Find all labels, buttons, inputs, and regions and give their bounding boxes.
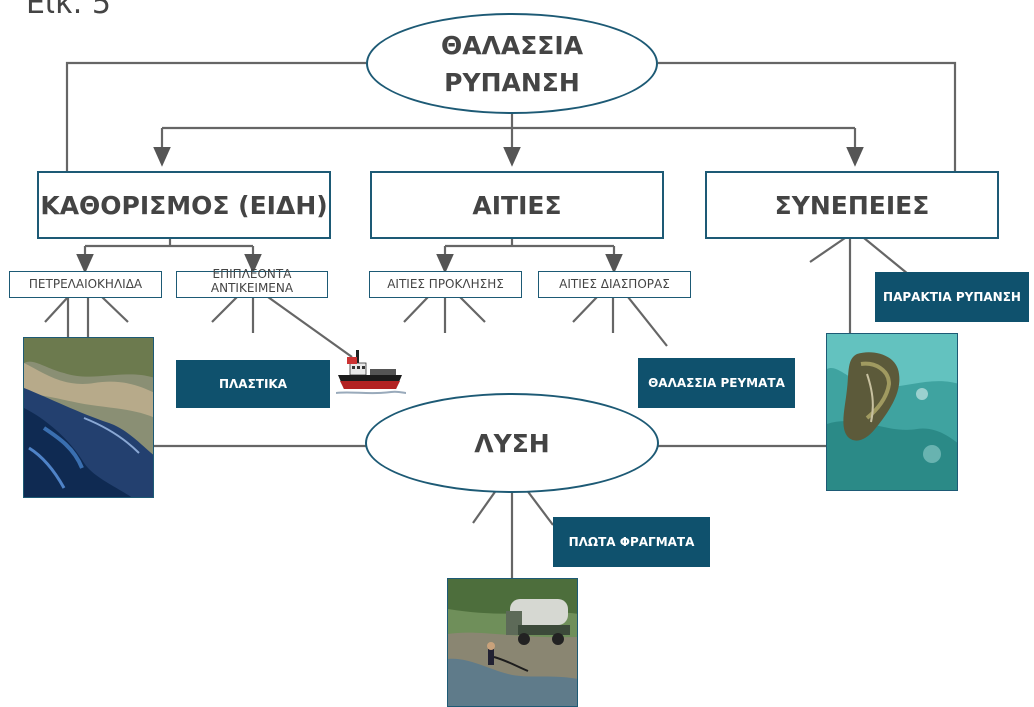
- tag-floating-barriers: ΠΛΩΤΑ ΦΡΑΓΜΑΤΑ: [553, 517, 710, 567]
- tag-plastics: ΠΛΑΣΤΙΚΑ: [176, 360, 330, 408]
- cleanup-photo: [447, 578, 578, 707]
- subcategory-floating-objects-box: ΕΠΙΠΛΕΟΝΤΑ ΑΝΤΙΚΕΙΜΕΝΑ: [176, 267, 328, 298]
- tag-sea-currents: ΘΑΛΑΣΣΙΑ ΡΕΥΜΑΤΑ: [638, 358, 795, 408]
- subcategory-cause-origin-box: ΑΙΤΙΕΣ ΠΡΟΚΛΗΣΗΣ: [369, 271, 522, 298]
- category-definition-box: ΚΑΘΟΡΙΣΜΟΣ (ΕΙΔΗ): [37, 171, 331, 239]
- tag-coastal-pollution: ΠΑΡΑΚΤΙΑ ΡΥΠΑΝΣΗ: [875, 272, 1029, 322]
- root-ellipse: ΘΑΛΑΣΣΙΑ ΡΥΠΑΝΣΗ: [366, 13, 658, 114]
- oil-slick-photo: [23, 337, 154, 498]
- category-consequences-box: ΣΥΝΕΠΕΙΕΣ: [705, 171, 999, 239]
- solution-ellipse: ΛΥΣΗ: [365, 393, 659, 493]
- ship-icon: [336, 345, 406, 402]
- category-causes-box: ΑΙΤΙΕΣ: [370, 171, 664, 239]
- coastal-pollution-photo: [826, 333, 958, 491]
- subcategory-oil-slick-box: ΠΕΤΡΕΛΑΙΟΚΗΛΙΔΑ: [9, 271, 162, 298]
- figure-caption: Εικ. 5: [26, 0, 111, 21]
- subcategory-cause-spread-box: ΑΙΤΙΕΣ ΔΙΑΣΠΟΡΑΣ: [538, 271, 691, 298]
